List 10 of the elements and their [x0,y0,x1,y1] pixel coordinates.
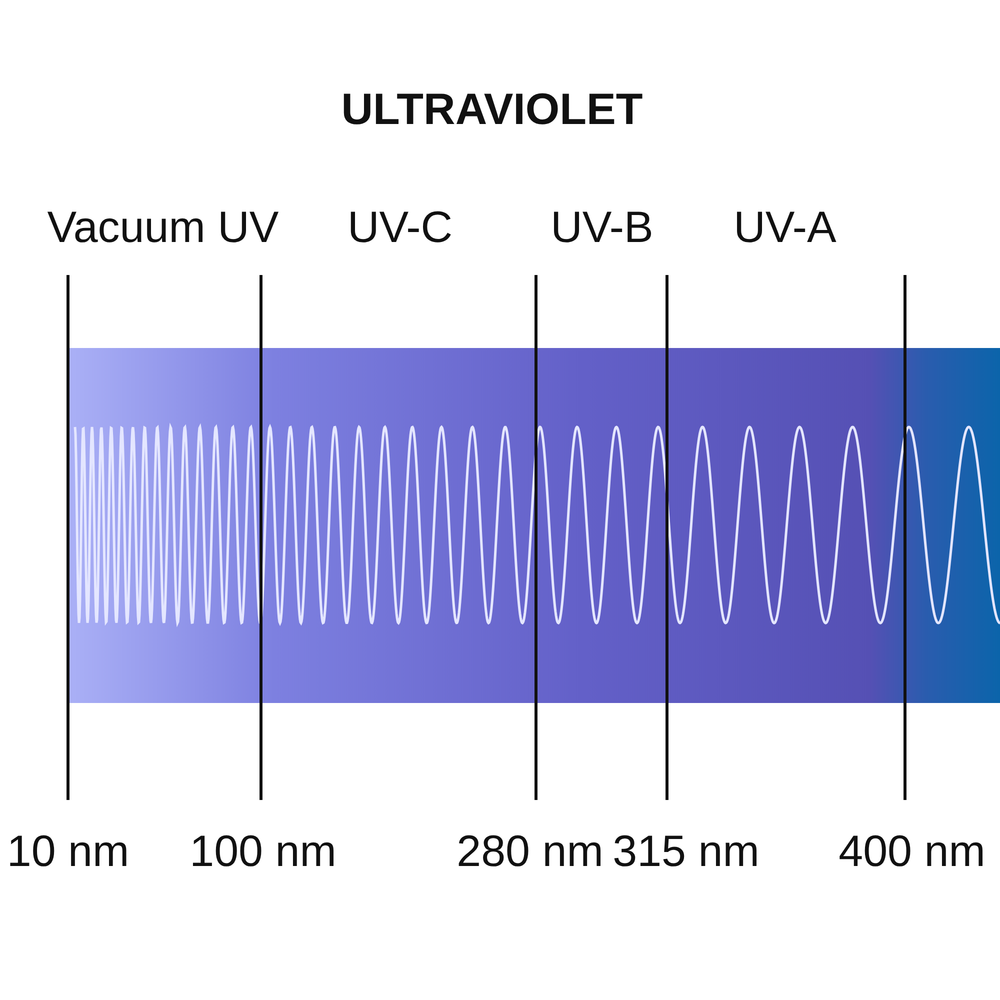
wavelength-label: 280 nm [456,830,604,874]
band-label: UV-C [347,206,453,250]
wavelength-label: 10 nm [6,830,130,874]
wavelength-label: 100 nm [190,830,336,874]
wavelength-label: 315 nm [612,830,760,874]
band-label: Vacuum UV [47,206,279,250]
diagram-title: ULTRAVIOLET [341,88,643,132]
band-label: UV-A [734,206,836,250]
band-label: UV-B [550,206,654,250]
wavelength-label: 400 nm [838,830,986,874]
